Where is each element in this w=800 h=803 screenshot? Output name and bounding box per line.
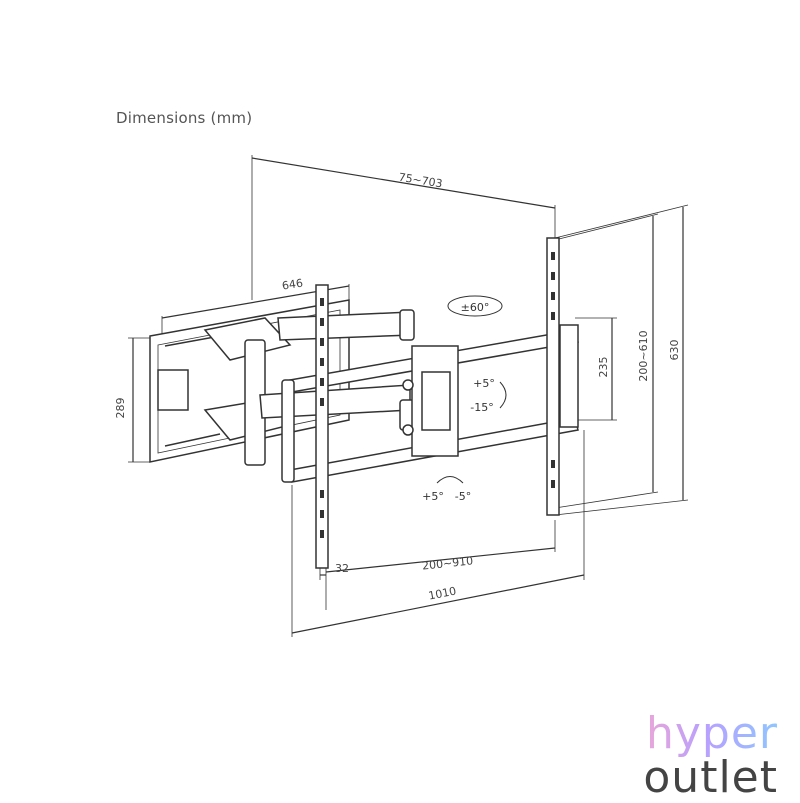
rotate-positive-label: +5° <box>422 490 444 503</box>
rail-offset-label: 32 <box>335 562 349 575</box>
rail-holes <box>320 252 555 538</box>
brand-logo-line2: outlet <box>643 752 778 803</box>
tilt-up-label: +5° <box>473 377 495 390</box>
wall-plate-height-label: 289 <box>114 398 127 419</box>
overall-width-label: 1010 <box>427 585 457 603</box>
inner-height-label: 235 <box>597 357 610 378</box>
vesa-horizontal-label: 200~910 <box>421 554 473 572</box>
swing-arms <box>203 309 415 466</box>
rotate-negative-label: -5° <box>455 490 471 503</box>
arm-length-label: 646 <box>281 276 304 292</box>
swivel-angle-label: ±60° <box>461 301 490 314</box>
centre-bracket <box>402 345 459 457</box>
diagram-title: Dimensions (mm) <box>116 109 253 127</box>
depth-range-label: 75~703 <box>398 171 444 191</box>
vertical-rails <box>281 237 560 569</box>
angle-arrows <box>436 295 507 484</box>
tilt-down-label: -15° <box>470 401 493 414</box>
overall-height-label: 630 <box>668 340 681 361</box>
brand-logo-line1: hyper <box>645 708 778 759</box>
vesa-vertical-label: 200~610 <box>637 330 650 381</box>
